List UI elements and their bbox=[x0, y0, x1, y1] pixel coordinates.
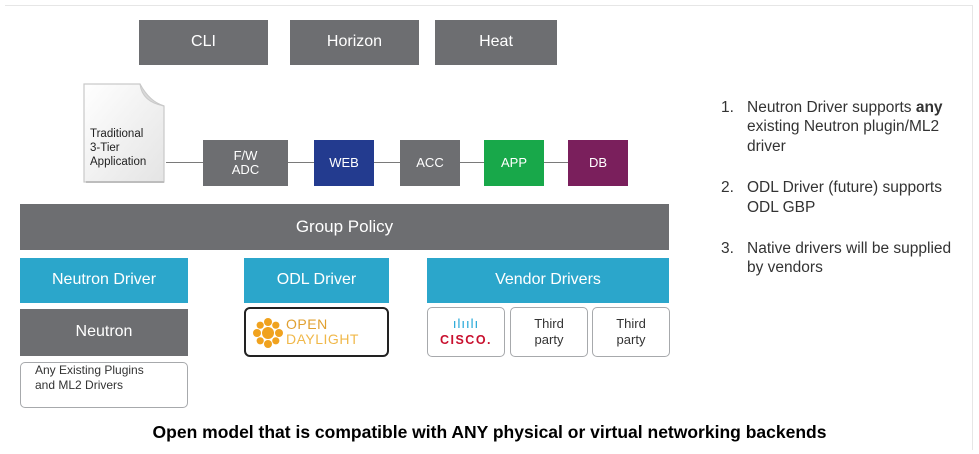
horizon-box: Horizon bbox=[290, 20, 419, 65]
note-item: 2. ODL Driver (future) supports ODL GBP bbox=[721, 178, 971, 217]
group-policy-bar: Group Policy bbox=[20, 204, 669, 250]
third-party-1-line2: party bbox=[534, 332, 564, 347]
odl-logo-line2: DAYLIGHT bbox=[286, 330, 359, 347]
app-doc-line2: 3-Tier bbox=[90, 141, 120, 154]
tier-fw-adc: F/W ADC bbox=[203, 140, 288, 186]
document-icon bbox=[83, 83, 165, 183]
cisco-bars-icon: ılıılı bbox=[452, 315, 480, 331]
tier-fw-line1: F/W bbox=[233, 148, 258, 164]
daylight-sun-icon bbox=[253, 318, 283, 348]
neutron-driver-label: Neutron Driver bbox=[51, 271, 157, 289]
tier-web-label: WEB bbox=[329, 155, 359, 171]
odl-driver-box: ODL Driver bbox=[244, 258, 389, 303]
tier-acc: ACC bbox=[400, 140, 460, 186]
cisco-wordmark: CISCO. bbox=[439, 332, 493, 347]
neutron-label: Neutron bbox=[75, 323, 133, 341]
tier-app-label: APP bbox=[500, 155, 527, 171]
slide-frame bbox=[5, 5, 973, 450]
note-text-pre: Neutron Driver supports bbox=[747, 99, 916, 116]
footer-caption: Open model that is compatible with ANY p… bbox=[152, 422, 827, 442]
third-party-box-1: Third party bbox=[510, 307, 588, 357]
horizon-label: Horizon bbox=[326, 33, 383, 51]
heat-box: Heat bbox=[435, 20, 557, 65]
connector-line bbox=[166, 162, 628, 163]
note-text-post: existing Neutron plugin/ML2 driver bbox=[747, 118, 940, 155]
note-text: Neutron Driver supports any existing Neu… bbox=[747, 98, 971, 156]
odl-driver-label: ODL Driver bbox=[276, 271, 357, 289]
plugins-box: Any Existing Plugins and ML2 Drivers bbox=[20, 362, 188, 408]
tier-db-label: DB bbox=[588, 155, 608, 171]
opendaylight-wordmark: OPEN DAYLIGHT bbox=[286, 317, 359, 346]
tier-web: WEB bbox=[314, 140, 374, 186]
cli-box: CLI bbox=[139, 20, 268, 65]
neutron-box: Neutron bbox=[20, 309, 188, 356]
note-number: 2. bbox=[721, 179, 734, 197]
group-policy-label: Group Policy bbox=[295, 217, 394, 237]
third-party-2-line1: Third bbox=[616, 316, 646, 332]
app-doc-text: Traditional 3-Tier Application bbox=[90, 128, 146, 169]
note-item: 3. Native drivers will be supplied by ve… bbox=[721, 239, 971, 278]
plugins-line1: Any Existing Plugins bbox=[35, 363, 144, 377]
odl-logo-line1: OPEN bbox=[286, 316, 328, 332]
note-number: 3. bbox=[721, 239, 734, 257]
tier-fw-line2: ADC bbox=[231, 162, 260, 177]
neutron-driver-box: Neutron Driver bbox=[20, 258, 188, 303]
plugins-line2: and ML2 Drivers bbox=[35, 378, 124, 392]
vendor-drivers-box: Vendor Drivers bbox=[427, 258, 669, 303]
note-item: 1. Neutron Driver supports any existing … bbox=[721, 98, 971, 156]
app-doc-line1: Traditional bbox=[90, 128, 144, 140]
opendaylight-logo: OPEN DAYLIGHT bbox=[244, 307, 389, 357]
tier-acc-label: ACC bbox=[416, 155, 444, 171]
tier-app: APP bbox=[484, 140, 544, 186]
tier-db: DB bbox=[568, 140, 628, 186]
cli-label: CLI bbox=[191, 33, 216, 51]
notes-list: 1. Neutron Driver supports any existing … bbox=[721, 98, 971, 300]
vendor-drivers-label: Vendor Drivers bbox=[495, 271, 601, 289]
third-party-1-line1: Third bbox=[534, 316, 564, 332]
note-text: ODL Driver (future) supports ODL GBP bbox=[747, 179, 942, 216]
cisco-logo-box: ılıılı CISCO. bbox=[427, 307, 505, 357]
note-number: 1. bbox=[721, 99, 734, 116]
third-party-2-line2: party bbox=[616, 332, 646, 347]
app-doc-line3: Application bbox=[90, 155, 147, 168]
note-text-bold: any bbox=[915, 99, 943, 116]
heat-label: Heat bbox=[479, 33, 513, 51]
third-party-box-2: Third party bbox=[592, 307, 670, 357]
note-text: Native drivers will be supplied by vendo… bbox=[747, 239, 952, 277]
